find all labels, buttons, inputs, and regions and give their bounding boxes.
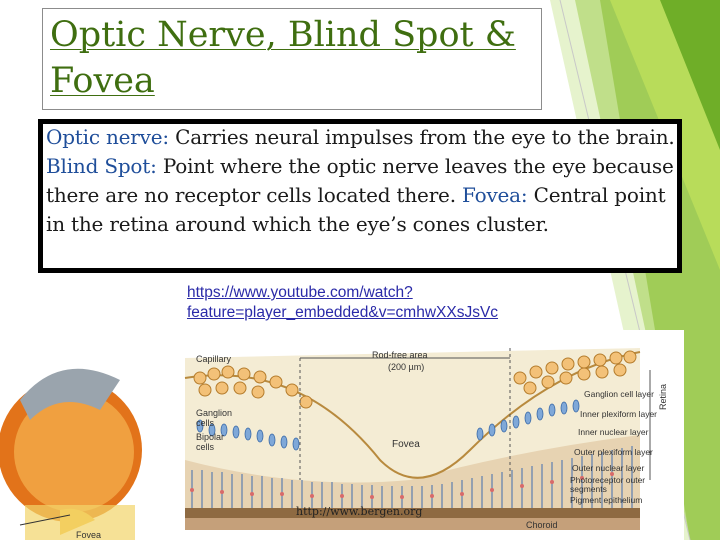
- layer-pigment: Pigment epithelium: [570, 496, 642, 505]
- retina-label: Retina: [658, 384, 668, 410]
- youtube-link[interactable]: https://www.youtube.com/watch?feature=pl…: [187, 283, 577, 323]
- term-fovea: Fovea:: [462, 183, 527, 207]
- layer-photoreceptor: Photoreceptor outer segments: [570, 476, 658, 494]
- layer-inner-plexiform: Inner plexiform layer: [580, 410, 657, 419]
- layer-outer-nuclear: Outer nuclear layer: [572, 464, 644, 473]
- slide-title: Optic Nerve, Blind Spot & Fovea: [50, 12, 530, 104]
- layer-ganglion: Ganglion cell layer: [584, 390, 654, 399]
- definitions-text: Optic nerve: Carries neural impulses fro…: [46, 123, 676, 239]
- term-blind-spot: Blind Spot:: [46, 154, 157, 178]
- layer-outer-plexiform: Outer plexiform layer: [574, 448, 653, 457]
- ganglion-label: Ganglion cells: [196, 408, 236, 428]
- fovea-center-label: Fovea: [392, 440, 420, 450]
- choroid-label: Choroid: [526, 520, 558, 530]
- term-optic-nerve: Optic nerve:: [46, 125, 169, 149]
- definition-optic-nerve: Carries neural impulses from the eye to …: [169, 125, 675, 149]
- capillary-label: Capillary: [196, 354, 231, 364]
- rod-free-label: Rod-free area: [372, 350, 428, 360]
- bipolar-label: Bipolar cells: [196, 432, 236, 452]
- fovea-bottom-label: Fovea: [76, 530, 101, 540]
- layer-inner-nuclear: Inner nuclear layer: [578, 428, 648, 437]
- rod-free-size: (200 µm): [388, 362, 424, 372]
- watermark: http://www.bergen.org: [296, 505, 422, 518]
